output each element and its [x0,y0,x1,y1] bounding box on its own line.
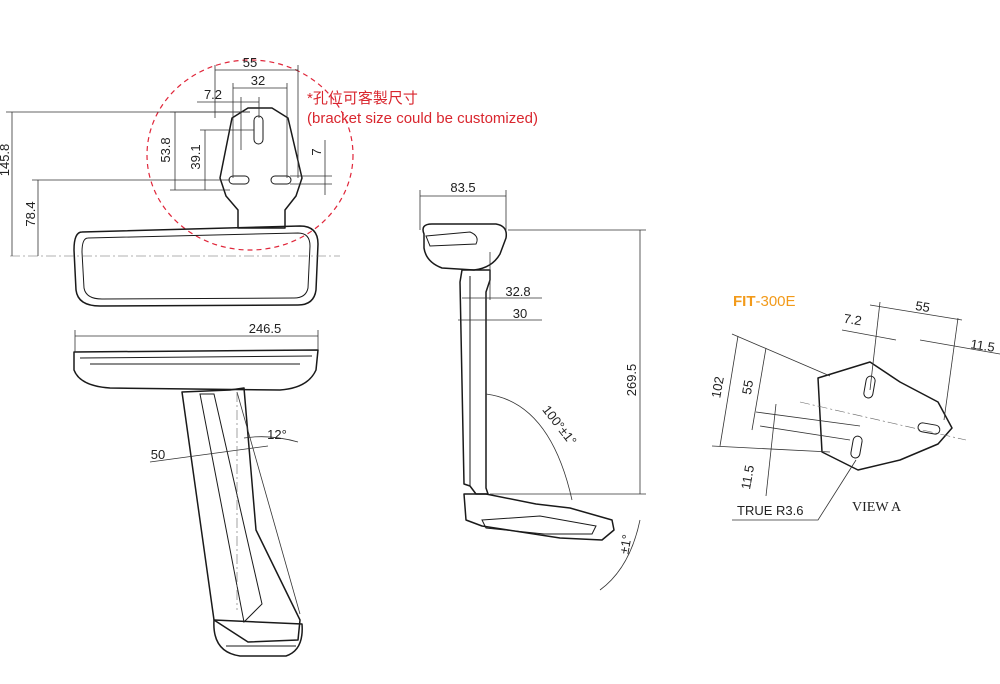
armpad-side [422,223,508,271]
armpad-front-inner [81,232,311,300]
slot-view-a-3 [917,422,941,435]
bracket-plate [219,107,303,229]
angled-view: 246.5 50 12° [73,321,319,657]
dim-100-degree: 100°±1° [539,402,579,448]
side-column [459,269,491,495]
detail-view-a: FIT-300E 55 7.2 11.5 102 55 11.5 TRUE R3… [708,293,1000,521]
bracket-slot-left [228,175,250,185]
note-english: (bracket size could be customized) [307,110,538,127]
side-foot [463,493,615,541]
dim-102: 102 [708,375,727,399]
centerline-view-a [799,401,967,441]
dim-30: 30 [513,306,527,321]
dim-53-8: 53.8 [158,137,173,162]
model-title: FIT-300E [733,293,796,310]
dim-7-2-view-a: 7.2 [843,311,863,329]
dim-78-4: 78.4 [23,201,38,226]
dim-7: 7 [309,148,324,155]
side-view: 83.5 32.8 30 269.5 100°±1° ±1° [419,180,646,591]
front-view: 55 32 7.2 53.8 39.1 7 145.8 78.4 *孔位可客製尺… [0,55,538,307]
dim-83-5: 83.5 [450,180,475,195]
dim-11-5-right: 11.5 [970,336,996,355]
dim-55-view-a: 55 [914,298,931,315]
note-chinese: *孔位可客製尺寸 [307,90,418,107]
dim-269-5: 269.5 [624,364,639,397]
detail-circle [146,59,354,251]
bracket-slot-top [253,115,264,145]
dim-32: 32 [251,73,265,88]
slot-view-a-1 [863,375,876,399]
dim-12-degree: 12° [267,427,287,442]
dim-11-5-left: 11.5 [738,464,757,491]
armpad-front [73,225,319,307]
dim-32-8: 32.8 [505,284,530,299]
slot-view-a-2 [850,435,863,459]
dim-tolerance: ±1° [616,533,634,555]
dim-145-8: 145.8 [0,144,12,177]
dim-55: 55 [243,55,257,70]
view-a-label: VIEW A [852,500,902,515]
armrest-post [181,387,301,643]
radius-label: TRUE R3.6 [737,503,803,518]
dim-55-left: 55 [739,379,756,396]
angle-arc [485,393,573,501]
armpad-top [73,349,319,391]
post-rib [199,393,263,624]
dim-246-5: 246.5 [249,321,282,336]
dim-39-1: 39.1 [188,144,203,169]
radius-leader [732,459,857,521]
dim-7-2: 7.2 [204,87,222,102]
bracket-slot-right [270,175,292,185]
dim-50: 50 [151,447,165,462]
post-base [213,619,303,657]
bracket-plate-view-a [817,361,953,471]
